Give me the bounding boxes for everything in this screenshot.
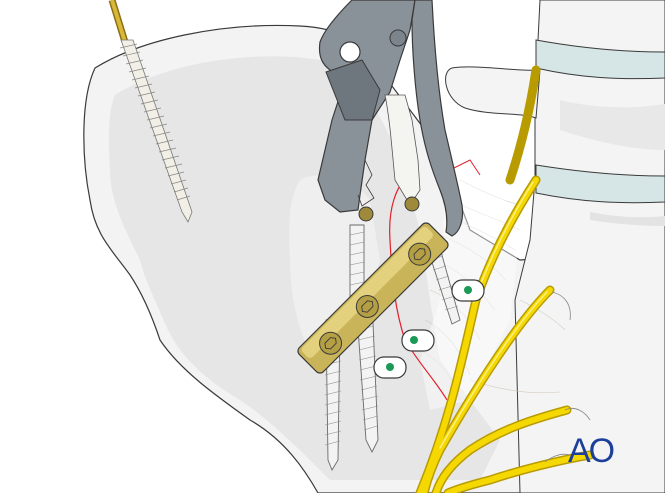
- marker-2: [401, 329, 435, 352]
- green-dot-icon: [386, 363, 394, 371]
- nerve-branch-lines: [544, 291, 591, 463]
- bone-plate: [297, 222, 449, 374]
- screw-head: [358, 206, 374, 222]
- ao-logo: AO: [568, 432, 616, 468]
- green-dot-icon: [410, 336, 418, 344]
- plate-screw-head: [319, 331, 343, 355]
- nerve-roots: [415, 65, 595, 493]
- fracture-line-upper: [449, 159, 481, 176]
- forceps-pivot-hole: [339, 41, 361, 63]
- marker-1: [451, 279, 485, 302]
- ao-logo-text: AO: [568, 432, 614, 468]
- reduction-forceps: [317, 0, 464, 237]
- screw-head: [404, 196, 420, 212]
- marker-3: [373, 356, 407, 379]
- lumbar-vertebra: [445, 0, 665, 493]
- plate-screw-head: [408, 242, 432, 266]
- k-wire-screw: [108, 0, 193, 223]
- green-dot-icon: [464, 286, 472, 294]
- plate-screw-head: [355, 294, 379, 318]
